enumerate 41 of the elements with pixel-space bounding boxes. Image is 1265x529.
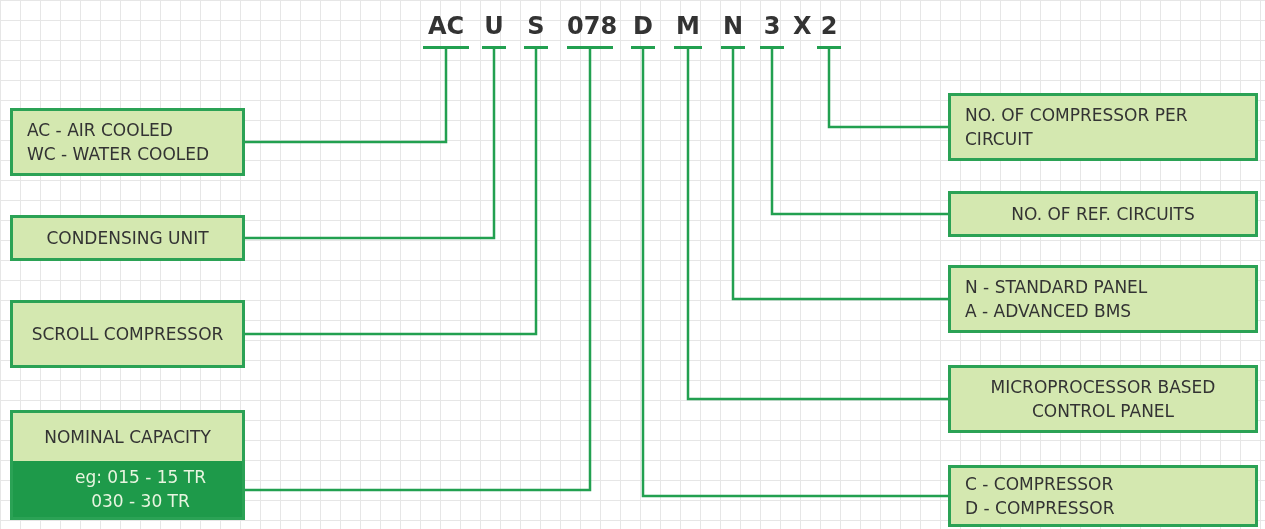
box-text: NOMINAL CAPACITY: [43, 426, 212, 449]
legend-box: [10, 108, 245, 176]
legend-box: [948, 265, 1258, 333]
legend-box: [10, 300, 245, 368]
legend-box: [948, 465, 1258, 527]
code-letter: U: [482, 12, 506, 49]
legend-box: [948, 93, 1258, 161]
legend-box: [10, 410, 245, 520]
legend-box: [948, 191, 1258, 237]
box-text: C - COMPRESSOR: [964, 473, 1115, 496]
box-text: NO. OF COMPRESSOR PER CIRCUIT: [964, 104, 1189, 151]
box-text: MICROPROCESSOR BASED CONTROL PANEL: [989, 376, 1217, 423]
code-letter: AC: [423, 12, 469, 49]
example-text: eg: 015 - 15 TR: [74, 466, 207, 489]
leader-line: [686, 49, 948, 401]
code-letter: D: [631, 12, 655, 49]
leader-line: [770, 49, 948, 216]
box-text: CONDENSING UNIT: [45, 227, 210, 250]
leader-line: [731, 49, 948, 301]
box-text: A - ADVANCED BMS: [964, 300, 1133, 323]
box-text: NO. OF REF. CIRCUITS: [1010, 203, 1196, 226]
legend-box: [10, 215, 245, 261]
code-letter: 2: [817, 12, 841, 49]
box-text: SCROLL COMPRESSOR: [30, 323, 225, 346]
leader-line: [641, 49, 948, 498]
code-letter: 3: [760, 12, 784, 49]
code-letter: S: [524, 12, 548, 49]
box-text: N - STANDARD PANEL: [964, 276, 1149, 299]
leader-line: [245, 49, 448, 144]
code-letter: N: [721, 12, 745, 49]
box-text: AC - AIR COOLED: [26, 119, 174, 142]
code-letter: M: [674, 12, 702, 49]
leader-line: [245, 49, 592, 492]
example-text: 030 - 30 TR: [90, 490, 191, 513]
box-text: D - COMPRESSOR: [964, 497, 1116, 520]
box-text: WC - WATER COOLED: [26, 143, 211, 166]
separator-letter: X: [793, 12, 812, 40]
leader-line: [827, 49, 948, 129]
legend-box: [948, 365, 1258, 433]
leader-line: [245, 49, 538, 336]
leader-line: [245, 49, 496, 240]
